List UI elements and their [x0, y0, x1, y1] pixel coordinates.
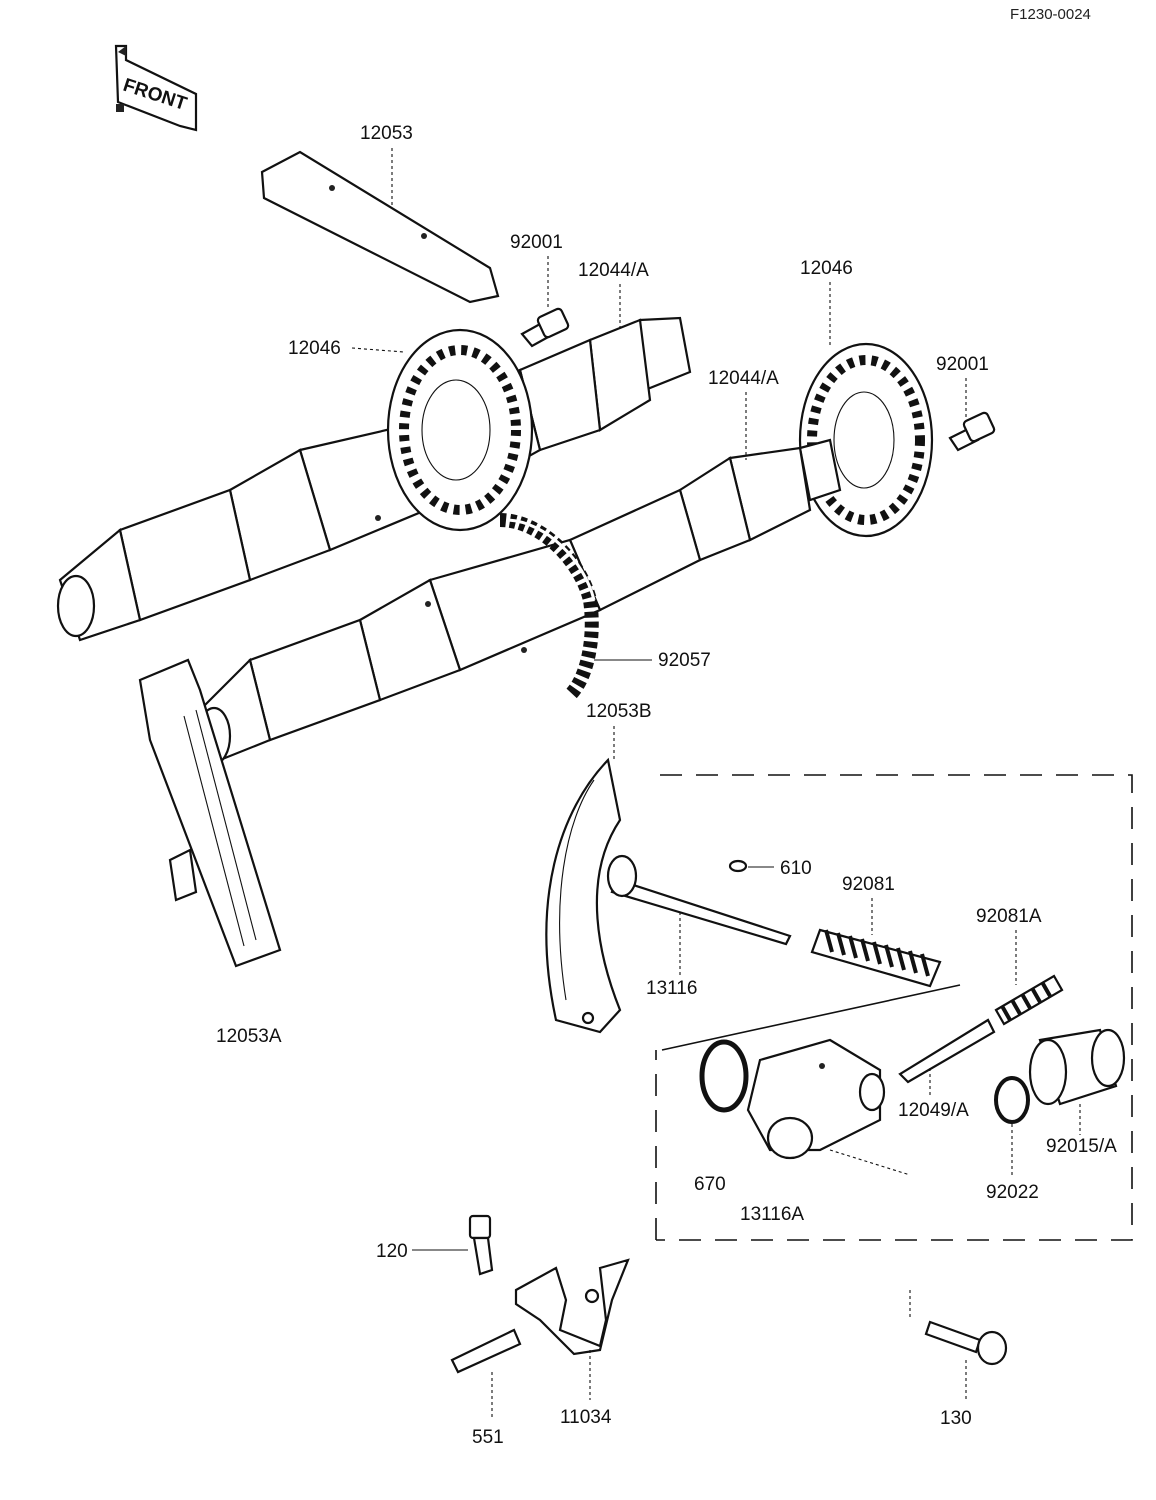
bolt-120-part [468, 1214, 494, 1276]
cam-chain [499, 513, 599, 701]
label-12046-left: 12046 [288, 338, 341, 359]
washer-92022-part [994, 1076, 1030, 1124]
label-120: 120 [376, 1241, 408, 1262]
label-92001-right: 92001 [936, 354, 989, 375]
tensioner-outline [655, 774, 1133, 1241]
label-551: 551 [472, 1427, 504, 1448]
label-670: 670 [694, 1174, 726, 1195]
label-12049a: 13116A [740, 1204, 804, 1225]
label-12044a-upper: 12044/A [578, 260, 649, 281]
tensioner-body-part [746, 1038, 886, 1160]
label-12053a: 12053A [216, 1026, 282, 1047]
camshaft-lower [196, 438, 842, 766]
label-610: 610 [780, 858, 812, 879]
bolt-130-part [924, 1320, 1008, 1366]
label-13116: 12049/A [898, 1100, 969, 1121]
push-rod-13116a-part [606, 854, 792, 946]
rod-13116-part [898, 1018, 996, 1084]
bracket-11034-part [514, 1258, 630, 1356]
label-12044a-right: 12044/A [708, 368, 779, 389]
label-92081a: 92081A [976, 906, 1042, 927]
sprocket-right-part [798, 342, 934, 538]
label-130: 130 [940, 1408, 972, 1429]
label-92022: 92022 [986, 1182, 1039, 1203]
pin-610-part [728, 859, 748, 873]
label-12046-right: 12046 [800, 258, 853, 279]
spring-92081-part [810, 928, 942, 988]
front-direction-badge: FRONT [114, 44, 198, 132]
spring-92081a-part [994, 974, 1064, 1026]
sprocket-left-part [386, 328, 534, 532]
bolt-92001-left [520, 307, 570, 348]
label-13116a: 13116 [646, 978, 697, 999]
reference-code: F1230-0024 [1010, 6, 1091, 23]
chain-guide-b [545, 757, 622, 1034]
cap-92015a-part [1028, 1028, 1126, 1106]
cam-cover-part [260, 148, 500, 304]
label-92015a: 92015/A [1046, 1136, 1117, 1157]
bolt-92001-right [948, 411, 996, 452]
label-92057: 92057 [658, 650, 711, 671]
label-92081: 92081 [842, 874, 895, 895]
o-ring-670-part [699, 1039, 749, 1113]
label-12053b: 12053B [586, 701, 652, 722]
pin-551-part [450, 1328, 522, 1374]
chain-guide-a [138, 658, 282, 968]
label-11034: 11034 [560, 1407, 612, 1428]
label-92001-left: 92001 [510, 232, 563, 253]
label-12053: 12053 [360, 123, 413, 144]
